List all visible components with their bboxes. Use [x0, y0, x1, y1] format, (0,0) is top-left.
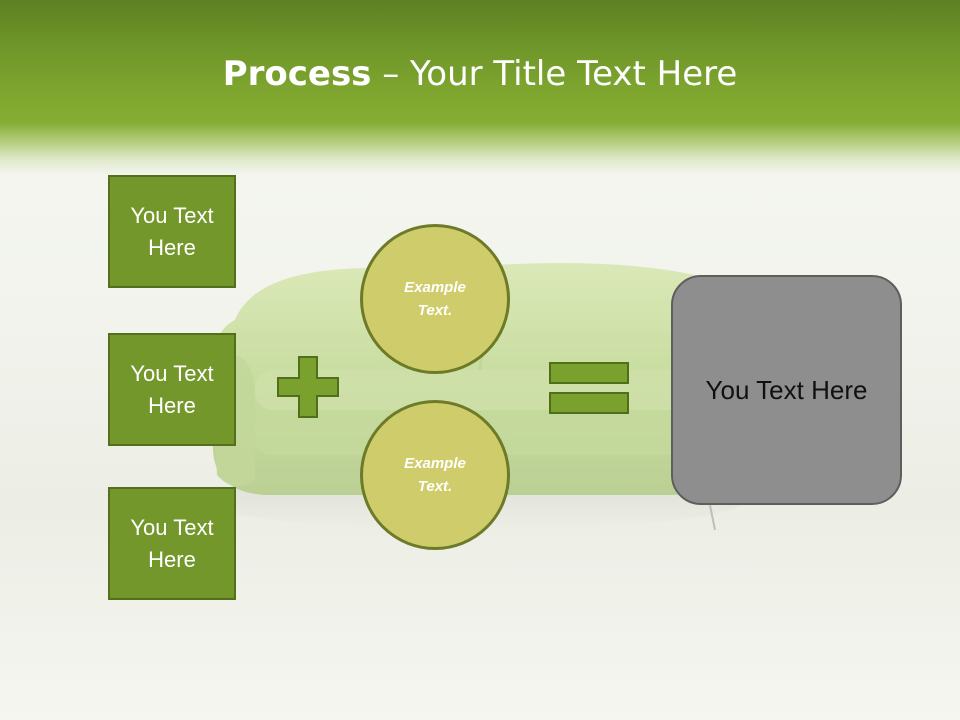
equals-icon	[549, 362, 629, 414]
input-box-1-label: You Text Here	[130, 202, 214, 260]
result-box-label: You Text Here	[705, 375, 868, 405]
input-box-2[interactable]: You Text Here	[108, 333, 236, 446]
input-box-1[interactable]: You Text Here	[108, 175, 236, 288]
input-box-3[interactable]: You Text Here	[108, 487, 236, 600]
header-band	[0, 0, 960, 175]
example-circle-1-label: Example Text.	[404, 279, 466, 319]
input-box-3-label: You Text Here	[130, 514, 214, 572]
example-circle-2[interactable]: Example Text.	[360, 400, 510, 550]
title-bold-text: Process	[222, 54, 372, 94]
slide-title: Process – Your Title Text Here	[0, 52, 960, 96]
input-box-2-label: You Text Here	[130, 360, 214, 418]
example-circle-2-label: Example Text.	[404, 455, 466, 495]
plus-icon	[277, 356, 339, 418]
title-rest-text: – Your Title Text Here	[371, 54, 738, 94]
example-circle-1[interactable]: Example Text.	[360, 224, 510, 374]
result-box[interactable]: You Text Here	[671, 275, 902, 505]
